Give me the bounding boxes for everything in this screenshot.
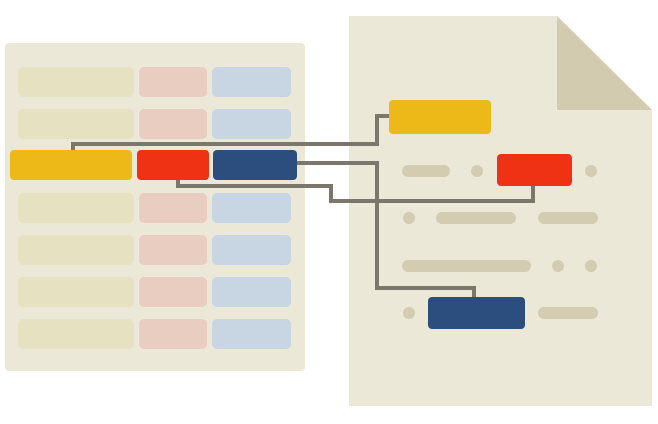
text-dot-placeholder [585, 165, 597, 177]
cell-col-1 [18, 193, 134, 223]
cell-col-3 [212, 193, 291, 223]
cell-col-3 [212, 319, 291, 349]
cell-col-1 [18, 235, 134, 265]
text-dot-placeholder [403, 307, 415, 319]
spreadsheet-row-3-highlighted [10, 150, 297, 180]
document-field-blue [428, 297, 525, 329]
highlight-cell-blue [213, 150, 297, 180]
cell-col-2 [139, 67, 207, 97]
connector-yellow [71, 114, 392, 153]
text-line-placeholder [402, 260, 531, 272]
document-page [349, 16, 652, 406]
cell-col-3 [212, 277, 291, 307]
document-field-yellow [389, 100, 491, 134]
highlight-cell-red [137, 150, 209, 180]
connector-blue [294, 161, 476, 300]
cell-col-1 [18, 67, 134, 97]
text-line-placeholder [436, 212, 516, 224]
cell-col-1 [18, 109, 134, 139]
spreadsheet-panel [5, 43, 305, 371]
connector-lines [71, 114, 535, 300]
text-dot-placeholder [585, 260, 597, 272]
text-line-placeholder [402, 165, 450, 177]
cell-col-3 [212, 67, 291, 97]
cell-col-2 [139, 319, 207, 349]
cell-col-1 [18, 319, 134, 349]
spreadsheet-row-5 [18, 235, 291, 265]
spreadsheet-row-1 [18, 67, 291, 97]
document-highlighted-fields [389, 100, 572, 329]
text-dot-placeholder [552, 260, 564, 272]
text-line-placeholder [538, 307, 598, 319]
document-field-red [497, 154, 572, 186]
spreadsheet-row-6 [18, 277, 291, 307]
cell-col-2 [139, 235, 207, 265]
cell-col-2 [139, 109, 207, 139]
document-folded-corner [557, 16, 652, 110]
connector-red [176, 178, 535, 203]
cell-col-1 [18, 277, 134, 307]
highlight-cell-yellow [10, 150, 132, 180]
cell-col-3 [212, 235, 291, 265]
cell-col-2 [139, 277, 207, 307]
text-dot-placeholder [471, 165, 483, 177]
spreadsheet-row-2 [18, 109, 291, 139]
text-dot-placeholder [403, 212, 415, 224]
spreadsheet-row-4 [18, 193, 291, 223]
spreadsheet-row-7 [18, 319, 291, 349]
cell-col-3 [212, 109, 291, 139]
cell-col-2 [139, 193, 207, 223]
text-line-placeholder [538, 212, 598, 224]
